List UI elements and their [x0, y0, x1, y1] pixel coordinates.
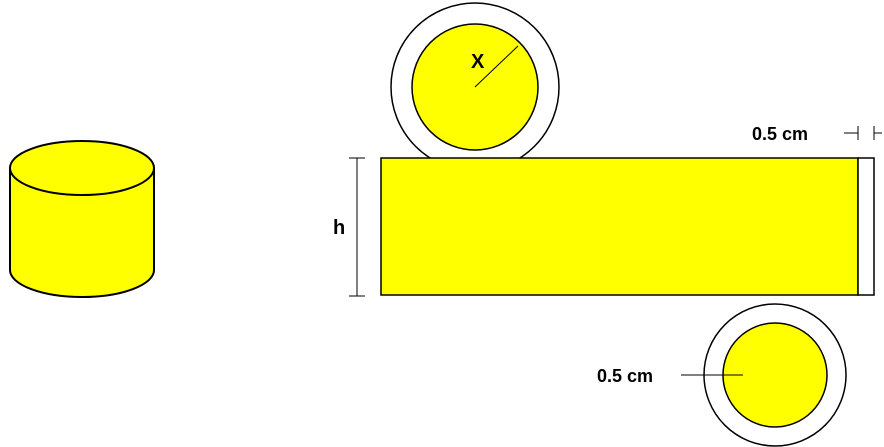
top-circle-net: X: [390, 2, 560, 172]
flap-width-label-top: 0.5 cm: [752, 124, 808, 144]
cylinder-top-face: [9, 140, 155, 196]
side-flap: [857, 157, 875, 296]
bottom-circle-net: 0.5 cm: [597, 303, 847, 447]
height-dimension: h: [333, 157, 365, 297]
lateral-rectangle: [380, 157, 859, 296]
radius-line: [474, 45, 519, 88]
cylinder-body: [9, 167, 155, 298]
flap-dimension-top: 0.5 cm: [752, 124, 882, 144]
height-label: h: [333, 217, 345, 239]
flap-width-label-bottom: 0.5 cm: [597, 366, 653, 386]
radius-label: X: [471, 51, 485, 73]
cylinder-3d: [9, 140, 155, 298]
lateral-surface-net: [380, 157, 875, 296]
